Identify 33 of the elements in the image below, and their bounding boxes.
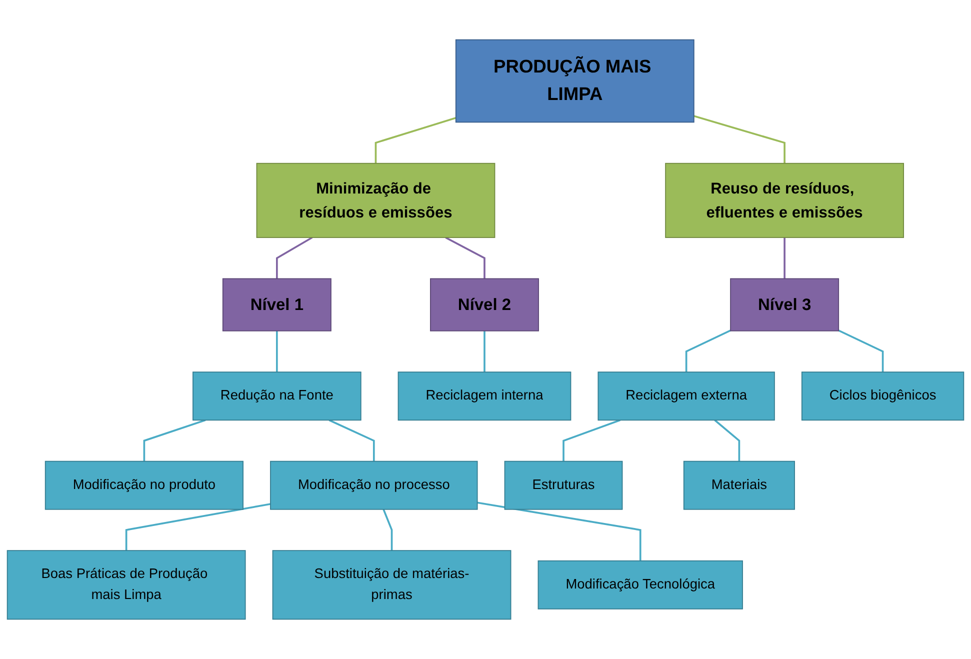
node-box: Modificação no produto (44, 460, 244, 510)
node-box: Nível 2 (430, 278, 539, 332)
connector (714, 419, 740, 462)
node-box: Ciclos biogênicos (801, 372, 964, 421)
connector (143, 419, 206, 462)
node-box: Redução na Fonte (192, 372, 362, 421)
connector (276, 236, 313, 279)
node-box: Modificação Tecnológica (538, 560, 743, 610)
node-box: Reciclagem interna (398, 372, 572, 421)
node-box: Boas Práticas de Produção mais Limpa (6, 550, 246, 620)
connector (477, 502, 642, 561)
connector (374, 117, 456, 164)
connector (382, 509, 393, 551)
node-box: Substituição de matérias-primas (272, 550, 512, 620)
node-box: PRODUÇÃO MAIS LIMPA (455, 39, 694, 123)
connector (328, 419, 375, 462)
node-box: Nível 1 (222, 278, 332, 332)
node-box: Minimização de resíduos e emissões (256, 162, 496, 238)
node-box: Materiais (683, 460, 795, 510)
node-box: Nível 3 (730, 278, 840, 332)
connector (694, 115, 786, 164)
node-box: Modificação no processo (270, 460, 478, 510)
connector (685, 330, 731, 372)
connector (484, 330, 486, 372)
connector (276, 330, 278, 372)
connector (125, 503, 271, 551)
connector (838, 330, 884, 372)
connector (784, 238, 786, 279)
node-box: Reciclagem externa (598, 372, 775, 421)
connector (562, 419, 620, 462)
node-box: Estruturas (504, 460, 623, 510)
node-box: Reuso de resíduos, efluentes e emissões (665, 162, 904, 238)
connector (445, 236, 486, 279)
